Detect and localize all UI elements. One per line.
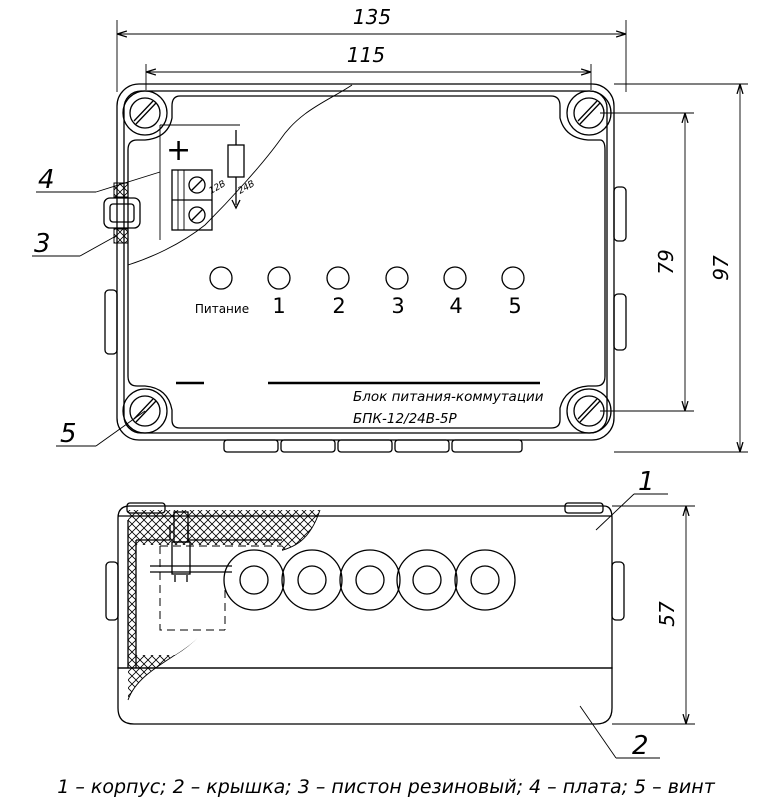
svg-text:3: 3: [34, 229, 51, 259]
channel-label-1: 1: [272, 294, 285, 318]
dim-overall-height: 97: [709, 84, 740, 452]
channel-label-4: 4: [449, 294, 462, 318]
legend-caption: 1 – корпус; 2 – крышка; 3 – пистон резин…: [57, 776, 715, 798]
housing-outline: [116, 83, 615, 441]
rubber-grommet: [103, 182, 141, 244]
terminal-screw-icon: [150, 511, 232, 582]
dim-screw-spacing: 79: [654, 113, 685, 411]
svg-text:57: 57: [655, 601, 679, 627]
led-barrels: [223, 549, 516, 611]
callout-2: 2: [579, 705, 660, 761]
callout-1: 1: [595, 467, 668, 531]
screw-top-left-icon: [122, 90, 168, 136]
svg-text:12В: 12В: [208, 179, 228, 196]
channel-label-2: 2: [332, 294, 345, 318]
svg-text:5: 5: [60, 419, 77, 449]
side-view: 57 1 2: [105, 467, 695, 761]
led-row: [209, 266, 525, 290]
terminal-block: [171, 169, 213, 231]
led-3: [385, 266, 409, 290]
led-5: [501, 266, 525, 290]
dim-side-height: 57: [655, 506, 686, 724]
svg-text:135: 135: [353, 5, 391, 29]
callout-5: 5: [56, 410, 146, 449]
svg-text:1: 1: [638, 467, 655, 497]
device-name-line2: БПК-12/24В-5Р: [353, 411, 457, 427]
svg-text:115: 115: [347, 43, 385, 67]
callout-4: 4: [36, 165, 161, 195]
device-name-line1: Блок питания-коммутации: [353, 389, 544, 405]
led-1: [267, 266, 291, 290]
led-power: [209, 266, 233, 290]
jumper-icon: 12В 24В: [208, 130, 257, 210]
callout-3: 3: [32, 229, 117, 259]
channel-label-5: 5: [508, 294, 521, 318]
svg-text:97: 97: [709, 255, 733, 281]
svg-text:2: 2: [632, 731, 649, 761]
svg-text:+: +: [166, 133, 191, 168]
dim-overall-width: 135: [117, 5, 626, 34]
channel-label-3: 3: [391, 294, 404, 318]
svg-text:24В: 24В: [237, 179, 257, 196]
top-view: 135 115: [32, 5, 748, 453]
led-2: [326, 266, 350, 290]
power-label: Питание: [195, 302, 249, 316]
svg-text:79: 79: [654, 249, 678, 274]
screw-bottom-left-icon: [122, 388, 168, 434]
led-4: [443, 266, 467, 290]
svg-text:4: 4: [38, 165, 55, 195]
dim-inner-width: 115: [146, 43, 591, 72]
